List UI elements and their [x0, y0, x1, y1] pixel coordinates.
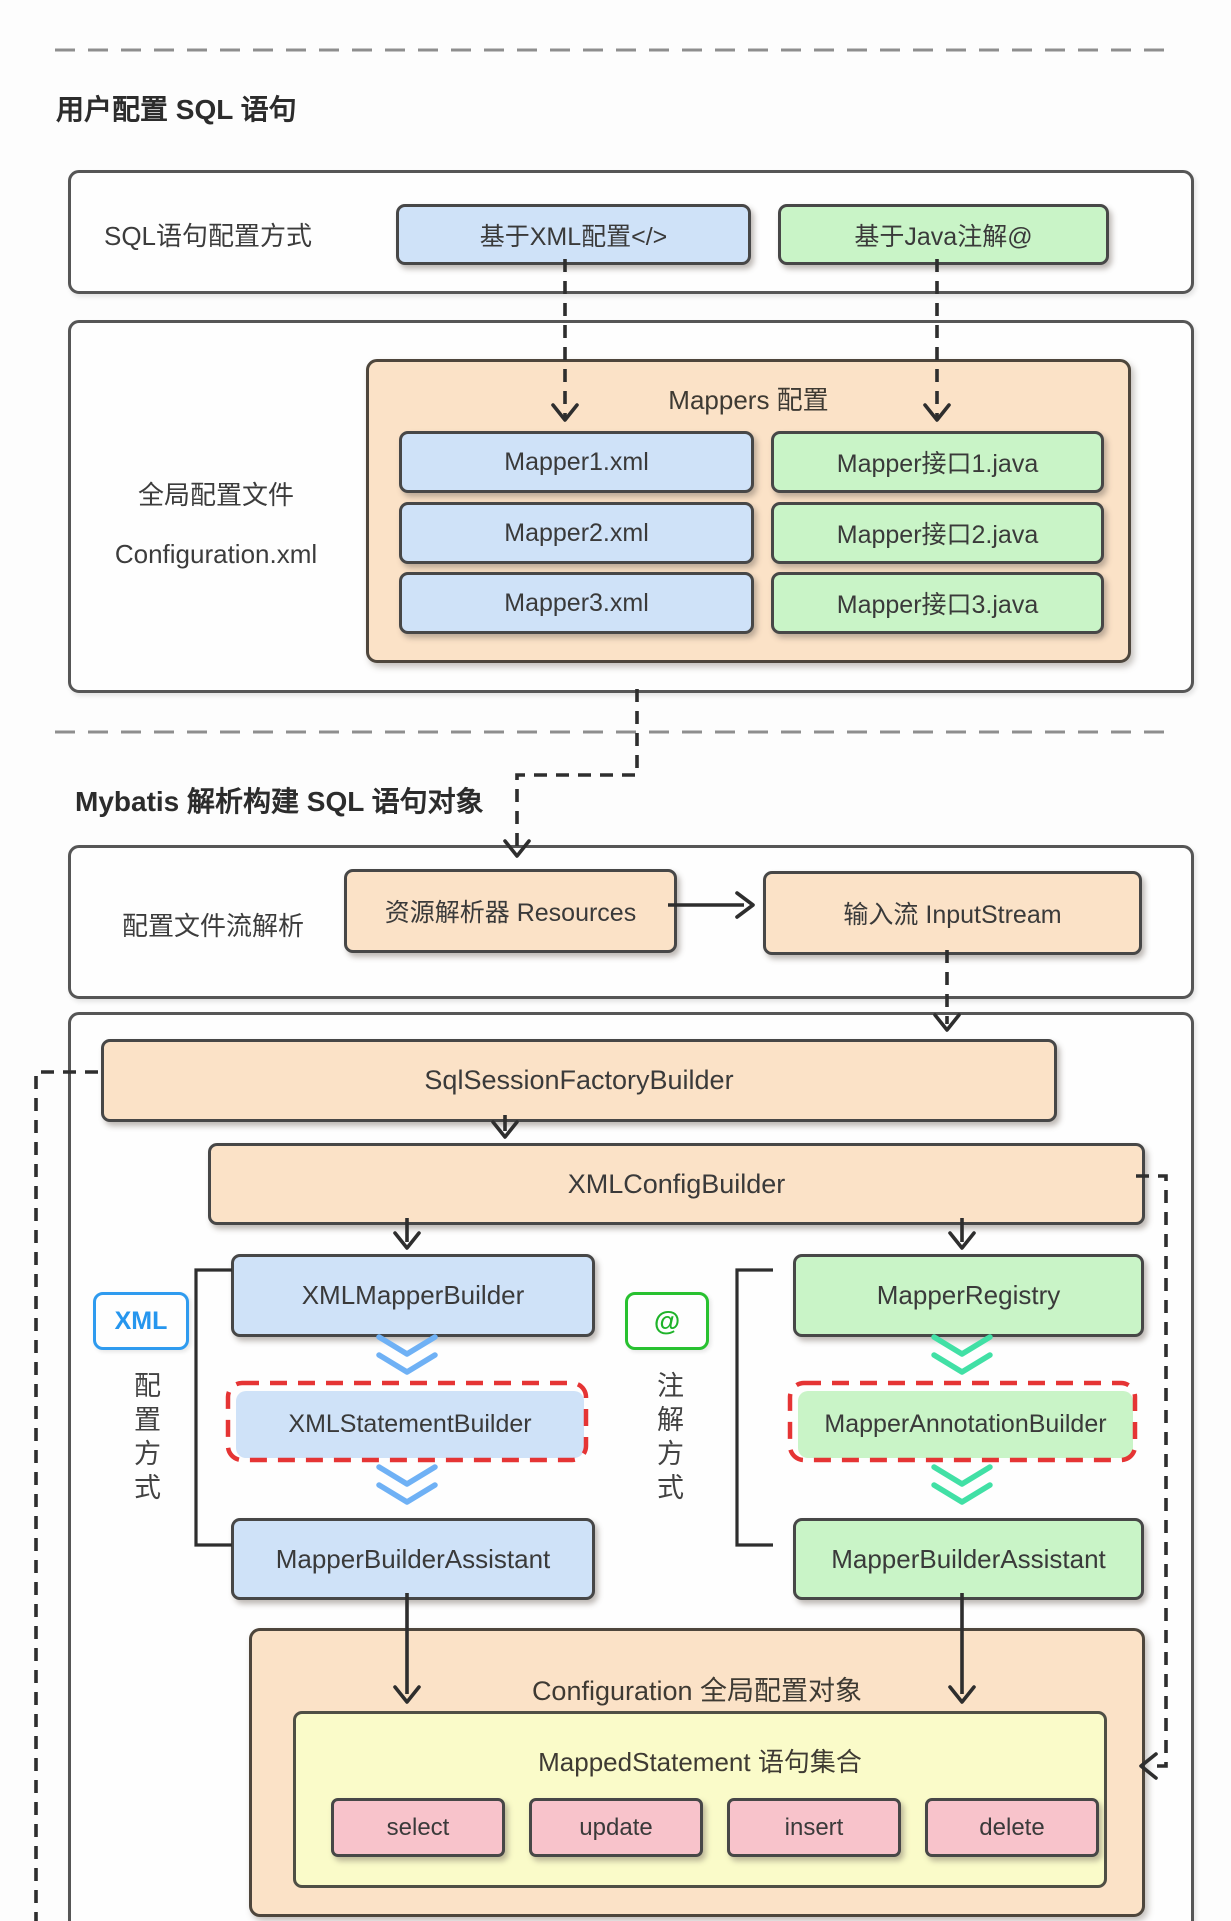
mapper-builder-assistant-node-xml: MapperBuilderAssistant	[231, 1518, 595, 1600]
mapper-xml-file: Mapper2.xml	[399, 502, 754, 564]
xml-mapper-builder-node: XMLMapperBuilder	[231, 1254, 595, 1337]
mappers-config-panel: Mappers 配置 Mapper1.xml Mapper2.xml Mappe…	[366, 359, 1131, 663]
xml-config-builder-node: XMLConfigBuilder	[208, 1143, 1145, 1225]
mapper-builder-assistant-node-annotation: MapperBuilderAssistant	[793, 1518, 1144, 1600]
xml-statement-builder-node: XMLStatementBuilder	[236, 1391, 584, 1458]
mapper-registry-node: MapperRegistry	[793, 1254, 1144, 1337]
annotation-mode-vertical-label: 注解方式	[653, 1371, 683, 1507]
section-title-user-config: 用户配置 SQL 语句	[56, 94, 297, 125]
configuration-panel: Configuration 全局配置对象 MappedStatement 语句集…	[249, 1628, 1145, 1917]
mapper-xml-file: Mapper1.xml	[399, 431, 754, 493]
mapped-statement-panel: MappedStatement 语句集合 select update inser…	[293, 1711, 1107, 1888]
global-config-panel: 全局配置文件 Configuration.xml Mappers 配置 Mapp…	[68, 320, 1194, 693]
builder-flow-panel: SqlSessionFactoryBuilder XMLConfigBuilde…	[68, 1012, 1194, 1921]
mapper-xml-file: Mapper3.xml	[399, 572, 754, 634]
xml-config-option-node: 基于XML配置</>	[396, 204, 751, 265]
section-title-mybatis-parse: Mybatis 解析构建 SQL 语句对象	[75, 786, 484, 817]
sql-session-factory-builder-node: SqlSessionFactoryBuilder	[101, 1039, 1057, 1122]
mappers-config-title: Mappers 配置	[668, 385, 829, 415]
statement-chip-delete: delete	[925, 1798, 1099, 1857]
mapper-java-interface: Mapper接口2.java	[771, 502, 1104, 564]
resources-node: 资源解析器 Resources	[344, 869, 677, 953]
sql-config-mode-label: SQL语句配置方式	[103, 221, 313, 251]
input-stream-node: 输入流 InputStream	[763, 871, 1142, 955]
stream-parse-panel: 配置文件流解析 资源解析器 Resources 输入流 InputStream	[68, 845, 1194, 999]
statement-chip-select: select	[331, 1798, 505, 1857]
stream-parse-label: 配置文件流解析	[121, 911, 304, 941]
mapped-statement-title: MappedStatement 语句集合	[538, 1747, 862, 1777]
mapper-java-interface: Mapper接口1.java	[771, 431, 1104, 493]
configuration-xml-label: Configuration.xml	[114, 539, 318, 569]
dashed-connector-config-to-resources	[515, 689, 639, 850]
global-config-label: 全局配置文件	[137, 480, 294, 510]
mapper-annotation-builder-node: MapperAnnotationBuilder	[798, 1391, 1133, 1458]
annotation-badge: @	[625, 1292, 709, 1350]
java-annotation-option-node: 基于Java注解@	[778, 204, 1109, 265]
configuration-panel-title: Configuration 全局配置对象	[531, 1676, 863, 1706]
statement-chip-insert: insert	[727, 1798, 901, 1857]
sql-config-mode-panel: SQL语句配置方式 基于XML配置</> 基于Java注解@	[68, 170, 1194, 294]
statement-chip-update: update	[529, 1798, 703, 1857]
xml-mode-vertical-label: 配置方式	[130, 1371, 160, 1507]
mapper-java-interface: Mapper接口3.java	[771, 572, 1104, 634]
xml-badge: XML	[93, 1292, 189, 1350]
